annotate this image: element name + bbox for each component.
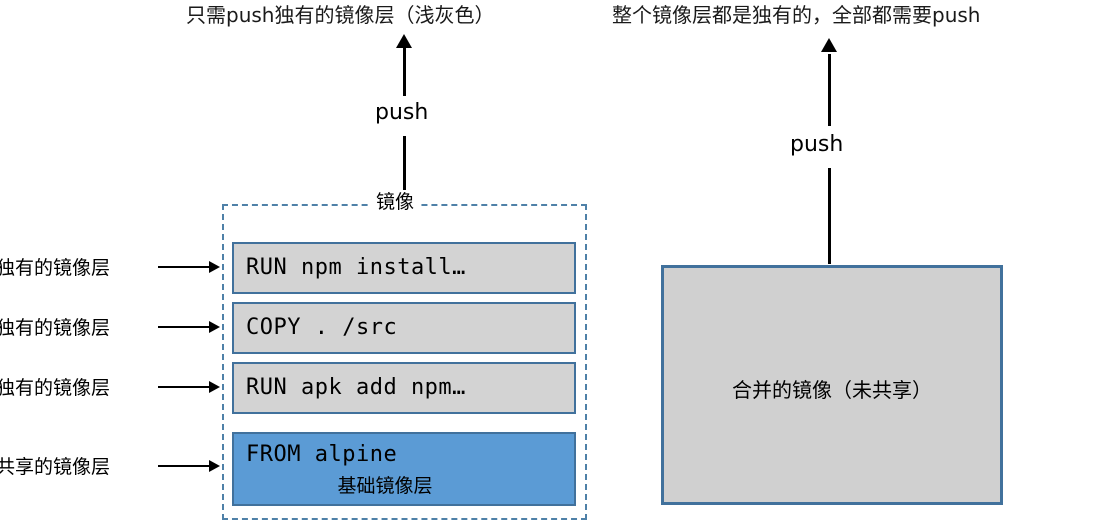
push-label-right: push [786,132,848,158]
side-arrow-head-3-icon [209,381,220,393]
layer-box-base: FROM alpine 基础镜像层 [232,432,576,506]
push-arrow-shaft-lower-left [403,136,406,194]
layer-box-unique-3: RUN apk add npm… [232,362,576,414]
side-label-unique-3: 独有的镜像层 [0,377,111,399]
layer-box-unique-2: COPY . /src [232,302,576,354]
side-arrow-head-2-icon [209,321,220,333]
push-arrow-head-left-icon [396,34,412,48]
side-label-unique-1: 独有的镜像层 [0,257,111,279]
side-arrow-shaft-3 [158,386,210,388]
base-layer-sublabel: 基础镜像层 [337,475,433,497]
layer-command-text: RUN apk add npm… [246,375,466,400]
side-arrow-head-4-icon [209,460,220,472]
push-arrow-shaft-upper-left [403,48,406,96]
layer-command-text: COPY . /src [246,315,398,340]
merged-image-box [661,265,1003,505]
push-arrow-head-right-icon [821,38,837,52]
side-arrow-shaft-1 [158,266,210,268]
layer-command-text: FROM alpine [246,442,398,467]
layer-box-unique-1: RUN npm install… [232,242,576,294]
side-label-unique-2: 独有的镜像层 [0,317,111,339]
side-arrow-shaft-4 [158,465,210,467]
merged-image-label: 合并的镜像（未共享） [732,378,932,402]
left-diagram-title: 只需push独有的镜像层（浅灰色） [186,3,495,27]
push-label-left: push [371,100,433,126]
side-label-shared: 共享的镜像层 [0,456,111,478]
image-container-label: 镜像 [369,190,422,214]
right-diagram-title: 整个镜像层都是独有的，全部都需要push [612,3,981,27]
push-arrow-shaft-upper-right [828,54,831,126]
push-arrow-shaft-lower-right [828,168,831,264]
layer-command-text: RUN npm install… [246,255,466,280]
side-arrow-shaft-2 [158,326,210,328]
side-arrow-head-1-icon [209,261,220,273]
